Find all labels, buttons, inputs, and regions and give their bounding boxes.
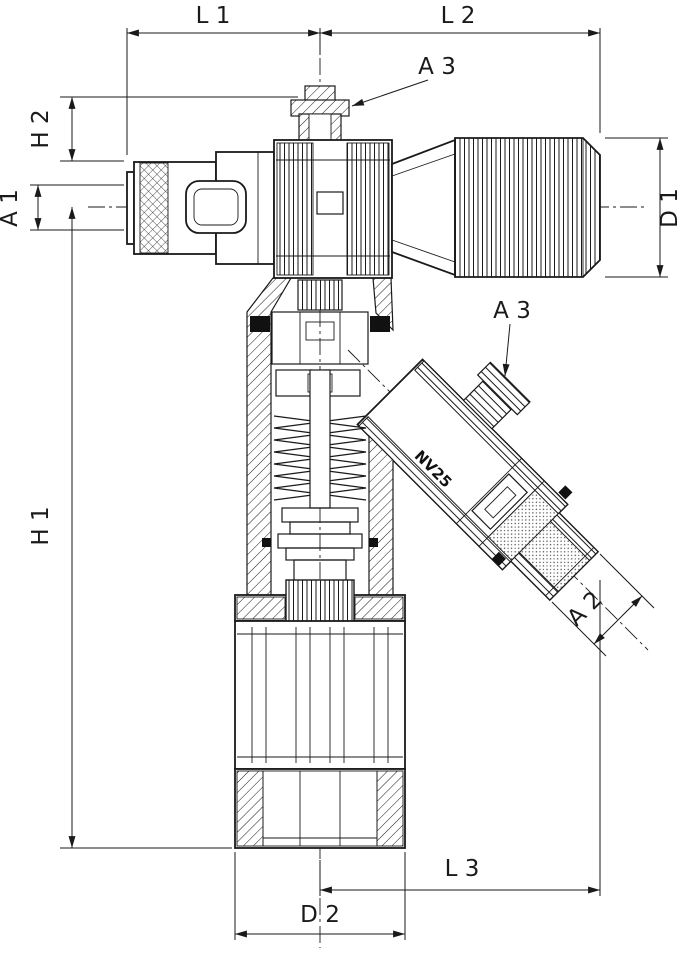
spigot-window	[185, 180, 247, 234]
spigot-end-face	[126, 171, 135, 245]
flange-hatch-left	[236, 596, 286, 620]
tube-thread-left	[236, 770, 264, 847]
body-seal-right	[370, 316, 390, 332]
dimension-l3: L 3	[319, 580, 601, 896]
seat-seal-left	[262, 538, 271, 547]
dim-label-l3: L 3	[445, 856, 480, 882]
dim-label-a3-top: A 3	[418, 54, 456, 80]
branch-test-port-cap	[476, 361, 531, 416]
dim-label-a1: A 1	[0, 189, 23, 227]
dimension-a1: A 1	[0, 184, 124, 231]
bonnet-knurl-right	[346, 142, 390, 276]
bottom-assembly	[234, 579, 406, 849]
valve-stem	[309, 369, 331, 509]
dimension-h1: H 1	[28, 207, 232, 849]
tube-thread-right	[376, 770, 404, 847]
branch-nipple-wall-lower	[510, 551, 559, 601]
branch-section-line-1	[456, 458, 522, 524]
adjuster-knob	[285, 579, 355, 623]
dimension-l2: L 2	[320, 3, 601, 133]
dim-label-a2: A 2	[563, 587, 608, 632]
port-window-left	[275, 369, 313, 397]
nut-cone	[391, 138, 456, 277]
spigot-window-inner	[193, 188, 239, 226]
dimension-a3-top: A 3	[351, 54, 456, 107]
dim-label-a3-branch: A 3	[493, 298, 531, 324]
cartridge-detail	[305, 321, 335, 341]
union-nut-knurled	[454, 137, 601, 278]
bonnet-center-detail	[316, 191, 344, 215]
body-seal-left	[250, 316, 270, 332]
top-assembly	[126, 85, 601, 279]
tube-bore	[262, 770, 378, 847]
dim-label-l1: L 1	[196, 3, 231, 29]
seat-seal-right	[369, 538, 378, 547]
dim-label-h1: H 1	[28, 506, 54, 545]
branch-outlet: NV25	[356, 358, 600, 602]
nut-cone-lines	[391, 153, 456, 263]
dim-label-l2: L 2	[441, 3, 476, 29]
branch-end-face-line	[545, 547, 594, 596]
dimension-d1: D 1	[605, 137, 680, 278]
stem-guide	[297, 279, 343, 311]
branch-wall-upper	[414, 360, 569, 515]
dim-label-h2: H 2	[28, 109, 54, 148]
branch-nipple-wall-upper	[549, 512, 599, 561]
check-valve-poppet	[471, 473, 529, 531]
top-port-bore	[308, 113, 332, 143]
cartridge-insert	[271, 311, 369, 365]
dim-label-d2: D 2	[300, 902, 340, 928]
spigot-knurl-band	[139, 162, 169, 254]
check-valve-stem	[484, 486, 517, 519]
flange-hatch-right	[354, 596, 404, 620]
branch-wall-lower	[358, 416, 513, 571]
dimension-l1: L 1	[126, 3, 321, 155]
valve-body	[246, 277, 394, 599]
body-wall-right-lower	[368, 434, 394, 599]
branch-seal-lower	[491, 551, 506, 566]
dimension-a3-branch: A 3	[493, 298, 531, 377]
lower-union-nut	[234, 620, 406, 770]
dimension-d2: D 2	[234, 852, 406, 940]
bonnet-knurl-left	[276, 142, 314, 276]
dimension-h2: H 2	[28, 96, 298, 162]
dim-label-d1: D 1	[657, 188, 680, 228]
branch-seal-upper	[558, 485, 573, 500]
branch-section-line-2	[478, 480, 545, 547]
